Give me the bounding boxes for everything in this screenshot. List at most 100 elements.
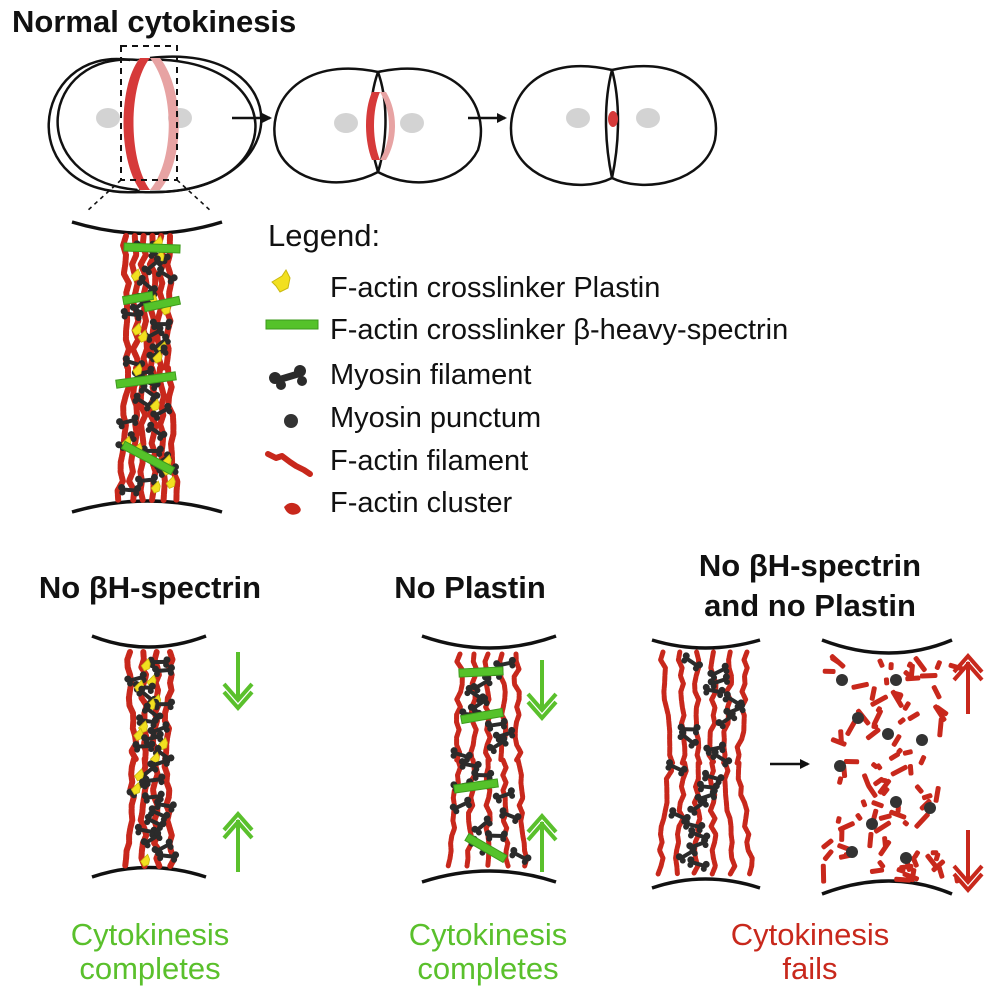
actin-cluster: [873, 820, 892, 834]
spectrin-bar: [120, 440, 176, 476]
actin-cluster: [888, 662, 894, 671]
actin-cluster: [882, 836, 888, 849]
myosin-filament: [703, 741, 726, 756]
actin-cluster: [933, 785, 941, 803]
spectrin-bar: [121, 290, 155, 306]
membrane-line: [651, 877, 761, 890]
actin-filament: [445, 757, 463, 869]
actin-cluster: [931, 685, 942, 700]
actin-filament: [124, 649, 140, 762]
constriction-arrow-up: [222, 810, 254, 872]
myosin-filament: [484, 717, 508, 732]
myosin-filament: [148, 805, 171, 823]
myosin-filament: [145, 421, 168, 441]
membrane-line: [71, 499, 223, 514]
actin-cluster: [934, 660, 942, 670]
myosin-filament: [155, 265, 178, 285]
actin-filament: [675, 649, 688, 766]
panel-title-no-spectrin: No βH-spectrin: [38, 570, 262, 605]
actin-cluster: [871, 709, 883, 727]
actin-cluster: [914, 784, 924, 794]
panel-no-spectrin: [91, 634, 254, 879]
membrane-line: [71, 220, 223, 236]
actin-filament: [126, 365, 142, 503]
actin-cluster: [890, 689, 904, 708]
myosin-filament: [665, 759, 688, 777]
actin-cluster: [867, 831, 874, 849]
panel-title-no-plastin: No Plastin: [394, 570, 546, 605]
spectrin-bar: [142, 295, 182, 313]
plastin: [130, 268, 141, 282]
actin-cluster: [865, 727, 881, 741]
actin-cluster: [829, 654, 846, 669]
myosin-filament: [710, 748, 733, 768]
myosin-punctum: [836, 674, 848, 686]
actin-cluster: [908, 663, 915, 680]
cell-stage-2: [273, 67, 483, 184]
panel-title-no-both-line2: and no Plastin: [704, 588, 916, 623]
outcome-line: fails: [782, 951, 838, 986]
cell-outline: [509, 64, 614, 186]
actin-cluster: [902, 820, 909, 827]
legend-label-actin-filament: F-actin filament: [330, 445, 529, 477]
plastin: [134, 768, 144, 782]
nucleus: [96, 108, 120, 128]
actin-cluster: [891, 734, 902, 747]
plastin: [137, 329, 148, 343]
myosin-filament: [702, 769, 725, 786]
actin-cluster: [881, 787, 890, 797]
cell-stage-3: [509, 64, 718, 186]
actin-cluster: [889, 809, 907, 820]
actin-filament: [691, 760, 703, 877]
membrane-line: [91, 865, 207, 879]
actin-cluster: [855, 813, 863, 821]
legend-label-actin-cluster: F-actin cluster: [330, 487, 513, 519]
nucleus: [636, 108, 660, 128]
actin-cluster: [877, 658, 885, 668]
actin-cluster: [877, 778, 892, 795]
actin-filament: [735, 760, 755, 877]
legend-label-myosin-punctum: Myosin punctum: [330, 402, 542, 434]
myosin-filament: [140, 829, 163, 849]
relaxation-arrow-up: [952, 652, 984, 714]
constriction-arrow-down: [526, 660, 558, 722]
myosin-punctum: [900, 852, 912, 864]
zoom-box: [120, 45, 178, 181]
myosin-punctum: [852, 712, 864, 724]
cell-stage-1: [47, 45, 263, 213]
myosin-punctum: [890, 674, 902, 686]
myosin-punctum: [882, 728, 894, 740]
actin-cluster: [873, 776, 885, 787]
actin-cluster: [899, 863, 914, 871]
membrane-line: [821, 638, 953, 655]
actin-cluster: [921, 793, 933, 801]
myosin-filament: [458, 758, 482, 773]
spectrin-bar: [464, 832, 508, 864]
actin-cluster: [851, 681, 869, 690]
actin-cluster: [843, 758, 860, 765]
outcome-line: Cytokinesis: [70, 917, 230, 952]
relaxation-arrow-down: [952, 830, 984, 894]
actin-cluster: [902, 749, 913, 756]
contractile-ring-back: [380, 92, 395, 160]
myosin-filament-icon: [269, 365, 307, 390]
myosin-filament: [141, 730, 164, 746]
actin-cluster: [896, 747, 903, 755]
actin-cluster: [869, 686, 877, 701]
actin-cluster: [910, 855, 919, 868]
actin-cluster: [830, 737, 847, 747]
actin-filament: [722, 760, 738, 877]
actin-filament: [165, 365, 181, 503]
actin-cluster: [919, 672, 938, 679]
cell-outline: [376, 67, 483, 184]
plastin: [150, 480, 161, 494]
myosin-filament: [682, 818, 706, 834]
actin-cluster: [837, 776, 844, 785]
myosin-filament: [126, 778, 148, 799]
plastin: [152, 350, 163, 364]
actin-cluster: [878, 813, 892, 821]
cell-outline: [273, 67, 380, 184]
cell-outline: [610, 64, 718, 186]
actin-cluster: [914, 812, 930, 829]
myosin-filament: [132, 740, 156, 753]
